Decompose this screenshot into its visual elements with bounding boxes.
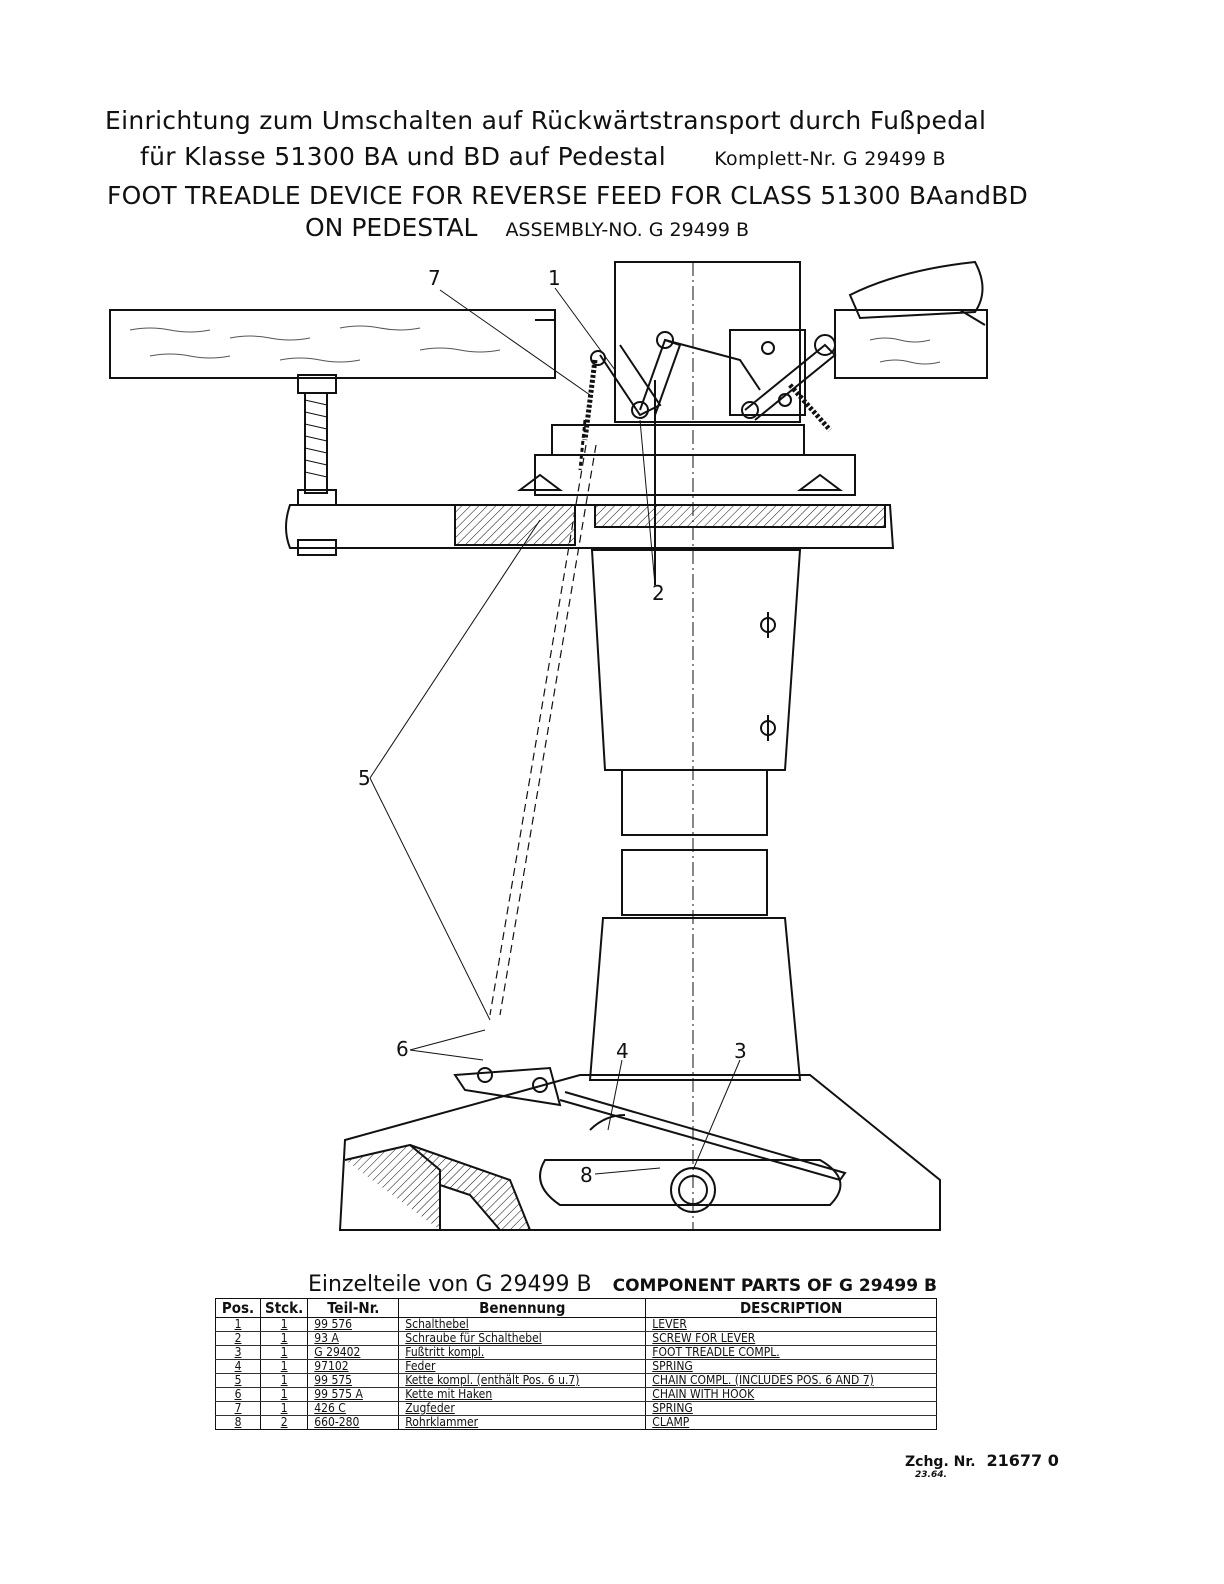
title-de-line1: Einrichtung zum Umschalten auf Rückwärts… [105,106,987,135]
cell-part-no: 93 A [307,1331,400,1346]
cell-qty: 1 [259,1387,309,1402]
parts-title-en: COMPONENT PARTS OF G 29499 B [612,1276,937,1296]
cell-description: LEVER [645,1317,937,1332]
cell-name-de: Schalthebel [398,1317,647,1332]
cell-pos: 6 [215,1387,261,1402]
cell-description: SCREW FOR LEVER [645,1331,937,1346]
pedestal-arm [285,504,895,549]
drawing-number-label: Zchg. Nr. [905,1454,976,1470]
column [588,549,802,1081]
cell-qty: 1 [259,1359,309,1374]
table-row: 8 2 660-280 Rohrklammer CLAMP [215,1415,937,1430]
cell-qty: 1 [259,1331,309,1346]
title-de-line2: für Klasse 51300 BA und BD auf Pedestal … [140,142,946,171]
cell-part-no: 660-280 [307,1415,400,1430]
cell-description: SPRING [645,1359,937,1374]
cell-name-de: Kette mit Haken [398,1387,647,1402]
title-en-line2: ON PEDESTAL ASSEMBLY-NO. G 29499 B [305,213,749,242]
bed-plate [517,424,856,496]
cell-name-de: Schraube für Schalthebel [398,1331,647,1346]
cell-description: CLAMP [645,1415,937,1430]
callout-2: 2 [652,581,665,605]
parts-table-header: Pos. Stck. Teil-Nr. Benennung DESCRIPTIO… [215,1298,937,1318]
callout-7: 7 [428,266,441,290]
title-en-line1: FOOT TREADLE DEVICE FOR REVERSE FEED FOR… [107,181,1029,210]
callout-6: 6 [396,1037,409,1061]
cell-pos: 1 [215,1317,261,1332]
cell-pos: 7 [215,1401,261,1416]
cell-qty: 1 [259,1317,309,1332]
cell-part-no: 99 575 A [307,1387,400,1402]
cell-part-no: 99 576 [307,1317,400,1332]
leader-lines [369,287,741,1175]
cell-name-de: Rohrklammer [398,1415,647,1430]
lever-mechanism [582,260,984,1230]
cell-description: SPRING [645,1401,937,1416]
column-top [614,261,801,423]
foot-treadle [453,1066,847,1182]
cell-part-no: 99 575 [307,1373,400,1388]
title-de-class: für Klasse 51300 BA und BD auf Pedestal [140,142,666,171]
cell-pos: 3 [215,1345,261,1360]
title-de-assembly: Komplett-Nr. G 29499 B [714,148,946,170]
cell-name-de: Fußtritt kompl. [398,1345,647,1360]
callout-1: 1 [548,266,561,290]
cell-part-no: 426 C [307,1401,400,1416]
header-description: DESCRIPTION [645,1298,937,1318]
header-part-no: Teil-Nr. [307,1298,400,1318]
table-row: 4 1 97102 Feder SPRING [215,1359,937,1374]
drawing-date: 23.64. [915,1470,947,1480]
threaded-rod [297,374,337,556]
callout-4: 4 [616,1039,629,1063]
cell-pos: 4 [215,1359,261,1374]
callout-5: 5 [358,766,371,790]
parts-table: Pos. Stck. Teil-Nr. Benennung DESCRIPTIO… [215,1298,937,1430]
callout-3: 3 [734,1039,747,1063]
table-row: 6 1 99 575 A Kette mit Haken CHAIN WITH … [215,1387,937,1402]
cell-pos: 2 [215,1331,261,1346]
header-name-de: Benennung [398,1298,647,1318]
cell-name-de: Kette kompl. (enthält Pos. 6 u.7) [398,1373,647,1388]
title-en-pedestal: ON PEDESTAL [305,213,478,242]
table-row: 5 1 99 575 Kette kompl. (enthält Pos. 6 … [215,1373,937,1388]
cell-description: CHAIN COMPL. (INCLUDES POS. 6 AND 7) [645,1373,937,1388]
cell-qty: 2 [259,1415,309,1430]
table-row: 7 1 426 C Zugfeder SPRING [215,1401,937,1416]
cell-pos: 8 [215,1415,261,1430]
table-row: 2 1 93 A Schraube für Schalthebel SCREW … [215,1331,937,1346]
cell-name-de: Feder [398,1359,647,1374]
pedestal-base [338,1074,941,1231]
technical-drawing: 7 1 2 5 6 4 3 8 [109,260,988,1231]
title-en-assembly: ASSEMBLY-NO. G 29499 B [505,219,750,241]
header-pos: Pos. [215,1298,261,1318]
cell-name-de: Zugfeder [398,1401,647,1416]
cell-part-no: 97102 [307,1359,400,1374]
table-row: 1 1 99 576 Schalthebel LEVER [215,1317,937,1332]
drawing-number-value: 21677 0 [986,1451,1059,1470]
cell-part-no: G 29402 [307,1345,400,1360]
cell-qty: 1 [259,1401,309,1416]
parts-title-de: Einzelteile von G 29499 B [308,1272,592,1297]
cell-description: CHAIN WITH HOOK [645,1387,937,1402]
callout-8: 8 [580,1163,593,1187]
cell-qty: 1 [259,1345,309,1360]
drawing-number: Zchg. Nr. 21677 0 [905,1451,1059,1470]
header-qty: Stck. [259,1298,309,1318]
parts-list-title: Einzelteile von G 29499 B COMPONENT PART… [308,1272,937,1297]
cell-qty: 1 [259,1373,309,1388]
cell-pos: 5 [215,1373,261,1388]
table-row: 3 1 G 29402 Fußtritt kompl. FOOT TREADLE… [215,1345,937,1360]
cell-description: FOOT TREADLE COMPL. [645,1345,937,1360]
table-top [109,309,988,379]
chain [489,444,597,1016]
